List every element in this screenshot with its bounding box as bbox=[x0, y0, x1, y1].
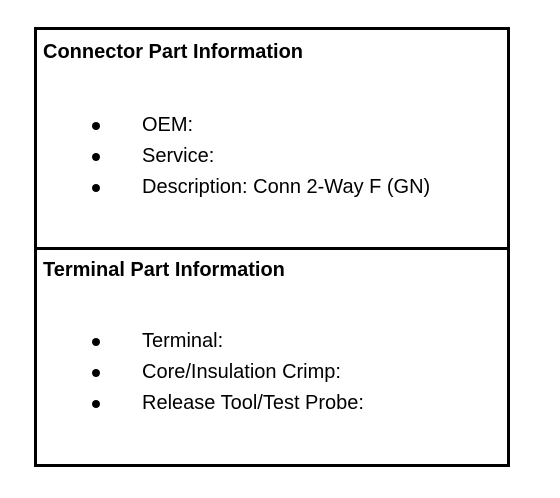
part-information-table: Connector Part Information OEM: Service:… bbox=[34, 27, 510, 467]
list-item-core-insulation-crimp: Core/Insulation Crimp: bbox=[37, 357, 507, 388]
connector-part-information-section: Connector Part Information OEM: Service:… bbox=[37, 30, 507, 247]
release-tool-test-probe-label: Release Tool/Test Probe: bbox=[142, 392, 364, 414]
terminal-section-title: Terminal Part Information bbox=[43, 259, 285, 281]
bullet-icon bbox=[92, 369, 100, 377]
list-item-terminal: Terminal: bbox=[37, 326, 507, 357]
list-item-oem: OEM: bbox=[37, 110, 507, 141]
list-item-description: Description: Conn 2-Way F (GN) bbox=[37, 172, 507, 203]
bullet-icon bbox=[92, 338, 100, 346]
oem-label: OEM: bbox=[142, 114, 194, 136]
terminal-label: Terminal: bbox=[142, 330, 224, 352]
connector-section-title: Connector Part Information bbox=[43, 41, 304, 63]
connector-info-list: OEM: Service: Description: Conn 2-Way F … bbox=[37, 110, 507, 203]
list-item-release-tool-test-probe: Release Tool/Test Probe: bbox=[37, 388, 507, 419]
bullet-icon bbox=[92, 184, 100, 192]
terminal-part-information-section: Terminal Part Information Terminal: Core… bbox=[37, 247, 507, 464]
service-label: Service: bbox=[142, 145, 215, 167]
description-label: Description: Conn 2-Way F (GN) bbox=[142, 176, 431, 198]
core-insulation-crimp-label: Core/Insulation Crimp: bbox=[142, 361, 341, 383]
bullet-icon bbox=[92, 400, 100, 408]
list-item-service: Service: bbox=[37, 141, 507, 172]
bullet-icon bbox=[92, 153, 100, 161]
terminal-info-list: Terminal: Core/Insulation Crimp: Release… bbox=[37, 326, 507, 419]
bullet-icon bbox=[92, 122, 100, 130]
